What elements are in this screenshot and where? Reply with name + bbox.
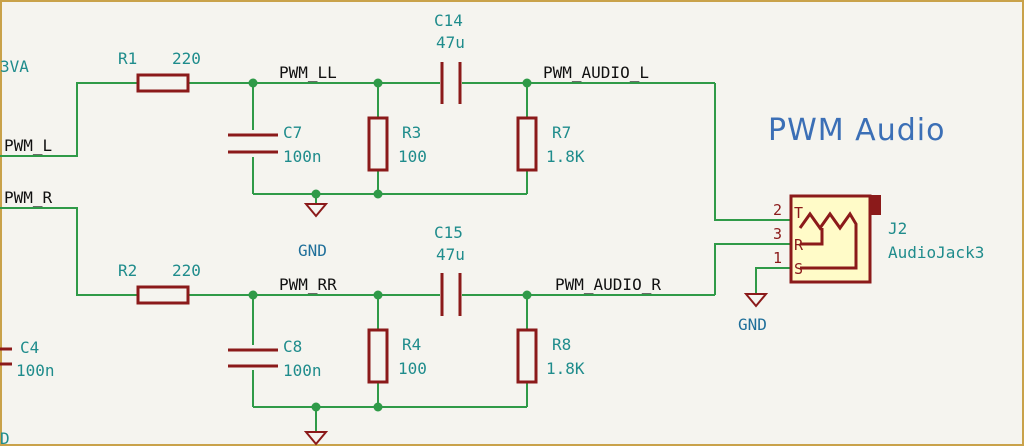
value-label: 100n xyxy=(16,361,55,380)
wire-sleeve-to-gnd xyxy=(755,267,790,294)
pin-number-1: 1 xyxy=(773,249,782,267)
right-channel-wiring xyxy=(0,207,790,432)
wire-pwm-r-in xyxy=(0,207,138,296)
ref-label: R3 xyxy=(402,123,421,142)
junction-dot xyxy=(522,290,532,300)
value-label: 47u xyxy=(436,245,465,264)
ref-label: C8 xyxy=(283,337,302,356)
wire-tip-to-jack xyxy=(714,83,790,221)
pin-number-2: 2 xyxy=(773,201,782,219)
resistor-body xyxy=(516,328,538,384)
partial-left-label: D xyxy=(0,429,10,446)
value-label: 220 xyxy=(172,261,201,280)
wire-ring-to-jack xyxy=(714,243,790,295)
schematic-title: PWM Audio xyxy=(768,113,945,148)
value-label: 47u xyxy=(436,33,465,52)
net-label-pwm-audio-l: PWM_AUDIO_L xyxy=(543,63,649,82)
gnd-label: GND xyxy=(738,315,767,334)
capacitor-c15: C15 47u xyxy=(434,223,465,316)
junction-dot xyxy=(373,402,383,412)
junction-dot xyxy=(373,78,383,88)
net-label-pwm-audio-r: PWM_AUDIO_R xyxy=(555,275,661,294)
ref-label: R7 xyxy=(552,123,571,142)
power-net-label-partial: 3VA xyxy=(0,57,29,76)
value-label: 220 xyxy=(172,49,201,68)
junction-dot xyxy=(311,189,321,199)
wire-pwm-l-in xyxy=(0,82,138,157)
ground-icon xyxy=(303,431,329,446)
junction-dot xyxy=(373,189,383,199)
junction-dot xyxy=(248,78,258,88)
audio-jack-j2: T R S 2 3 1 J2 AudioJack3 xyxy=(773,194,984,284)
pin-name-t: T xyxy=(794,204,803,222)
resistor-r8: R8 1.8K xyxy=(516,328,585,384)
junction-dot xyxy=(373,290,383,300)
pin-number-3: 3 xyxy=(773,225,782,243)
capacitor-c8: C8 100n xyxy=(228,337,322,380)
value-label: 100n xyxy=(283,147,322,166)
gnd-symbol-right xyxy=(303,431,329,446)
resistor-r4: R4 100 xyxy=(367,328,427,384)
ref-label: C15 xyxy=(434,223,463,242)
pin-name-s: S xyxy=(794,260,803,278)
resistor-body xyxy=(136,73,190,93)
ref-label: J2 xyxy=(888,219,907,238)
ref-label: R8 xyxy=(552,335,571,354)
ref-label: C14 xyxy=(434,11,463,30)
junctions xyxy=(248,78,532,412)
gnd-symbol-left: GND xyxy=(298,203,329,260)
net-label-pwm-r: PWM_R xyxy=(4,188,53,207)
jack-ring-contact xyxy=(800,228,824,246)
gnd-label: GND xyxy=(298,241,327,260)
resistor-body xyxy=(367,328,389,384)
capacitor-c4: C4 100n xyxy=(0,338,55,380)
ground-icon xyxy=(303,203,329,218)
pin-name-r: R xyxy=(794,236,804,254)
junction-dot xyxy=(522,78,532,88)
resistor-r7: R7 1.8K xyxy=(516,116,585,172)
value-label: 100 xyxy=(398,147,427,166)
net-labels: PWM_L PWM_R PWM_LL PWM_RR PWM_AUDIO_L PW… xyxy=(4,63,661,294)
ground-icon xyxy=(743,293,769,308)
value-label: 1.8K xyxy=(546,359,585,378)
resistor-body xyxy=(516,116,538,172)
junction-dot xyxy=(311,402,321,412)
net-label-pwm-l: PWM_L xyxy=(4,136,52,155)
value-label: 100n xyxy=(283,361,322,380)
ref-label: R4 xyxy=(402,335,421,354)
capacitor-c7: C7 100n xyxy=(228,123,322,166)
ref-label: R1 xyxy=(118,49,137,68)
ref-label: R2 xyxy=(118,261,137,280)
resistor-r1: R1 220 xyxy=(118,49,201,93)
resistor-r2: R2 220 xyxy=(118,261,201,305)
value-label: 1.8K xyxy=(546,147,585,166)
resistor-body xyxy=(136,285,190,305)
net-label-pwm-ll: PWM_LL xyxy=(279,63,337,82)
jack-tip-contact xyxy=(798,211,858,270)
resistor-r3: R3 100 xyxy=(367,116,427,172)
resistor-body xyxy=(367,116,389,172)
net-label-pwm-rr: PWM_RR xyxy=(279,275,337,294)
capacitor-c14: C14 47u xyxy=(434,11,465,104)
gnd-symbol-jack: GND xyxy=(738,293,769,334)
value-label: AudioJack3 xyxy=(888,243,984,262)
value-label: 100 xyxy=(398,359,427,378)
left-channel-wiring xyxy=(0,82,790,221)
title-block: PWM Audio xyxy=(768,113,945,148)
junction-dot xyxy=(248,290,258,300)
ref-label: C4 xyxy=(20,338,39,357)
ref-label: C7 xyxy=(283,123,302,142)
